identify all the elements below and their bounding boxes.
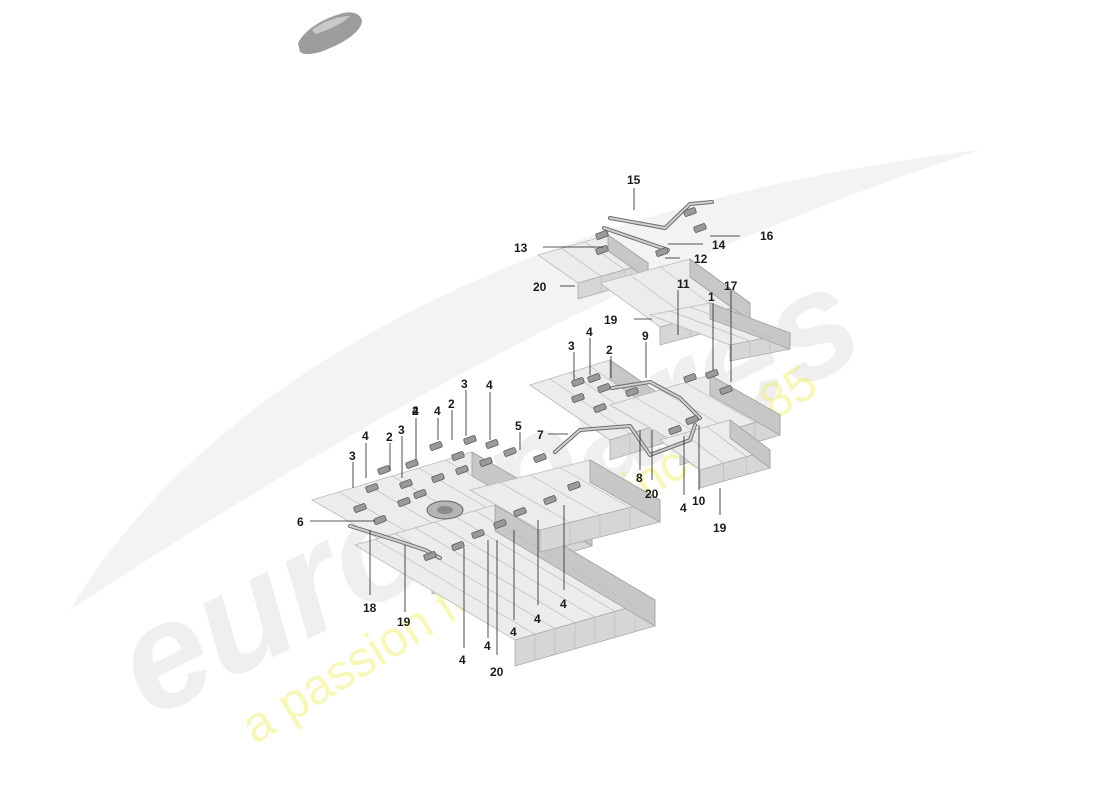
callout-label: 1 <box>708 290 715 304</box>
callout-label: 4 <box>560 597 567 611</box>
connectors <box>353 207 733 561</box>
connector-part <box>513 507 527 517</box>
callout-label: 2 <box>412 404 419 418</box>
callout-label: 3 <box>398 423 405 437</box>
callout-label: 4 <box>412 404 419 418</box>
callout-label: 17 <box>724 279 738 293</box>
leader-lines <box>310 188 740 655</box>
callout-label: 6 <box>297 515 304 529</box>
callout-label: 19 <box>713 521 727 535</box>
connector-part <box>397 497 411 507</box>
connector-part <box>503 447 517 457</box>
callout-label: 9 <box>642 329 649 343</box>
battery-module <box>353 504 657 667</box>
callout-label: 4 <box>434 404 441 418</box>
connector-part <box>593 403 607 413</box>
connector-part <box>485 439 499 449</box>
connector-part <box>587 373 601 383</box>
car-icon <box>298 12 362 55</box>
callout-label: 2 <box>386 430 393 444</box>
connector-part <box>413 489 427 499</box>
callout-labels: 15 16 13 14 12 20 11 19 1 17 3 4 2 9 3 4… <box>297 173 774 679</box>
callout-label: 14 <box>712 238 726 252</box>
connector-part <box>353 503 367 513</box>
connector-part <box>365 483 379 493</box>
connector-part <box>373 515 387 525</box>
connector-part <box>595 230 609 240</box>
callout-label: 12 <box>694 252 708 266</box>
connector-part <box>655 247 669 257</box>
callout-label: 3 <box>461 377 468 391</box>
callout-label: 19 <box>604 313 618 327</box>
connector-part <box>471 529 485 539</box>
callout-label: 2 <box>448 397 455 411</box>
connector-part <box>571 377 585 387</box>
battery-module <box>537 234 649 300</box>
connector-part <box>429 441 443 451</box>
callout-label: 4 <box>362 429 369 443</box>
connector-part <box>455 465 469 475</box>
connector-part <box>431 473 445 483</box>
connector-part <box>479 457 493 467</box>
callout-label: 10 <box>692 494 706 508</box>
callout-label: 4 <box>510 625 517 639</box>
callout-label: 4 <box>484 639 491 653</box>
connector-part <box>705 369 719 379</box>
callout-label: 8 <box>636 471 643 485</box>
battery-module <box>659 419 771 489</box>
callout-label: 20 <box>645 487 659 501</box>
callout-label: 13 <box>514 241 528 255</box>
callout-label: 15 <box>627 173 641 187</box>
connector-part <box>543 495 557 505</box>
callout-label: 16 <box>760 229 774 243</box>
connector-part <box>451 451 465 461</box>
connector-part <box>399 479 413 489</box>
connector-part <box>668 425 682 435</box>
callout-label: 5 <box>515 419 522 433</box>
callout-label: 7 <box>537 428 544 442</box>
callout-label: 2 <box>606 343 613 357</box>
callout-label: 4 <box>486 378 493 392</box>
connector-part <box>693 223 707 233</box>
connector-part <box>451 541 465 551</box>
connector-part <box>683 207 697 217</box>
callout-label: 11 <box>677 277 690 291</box>
connector-part <box>571 393 585 403</box>
callout-label: 3 <box>568 339 575 353</box>
callout-label: 20 <box>490 665 504 679</box>
connector-part <box>423 551 437 561</box>
callout-label: 4 <box>680 501 687 515</box>
connector-part <box>685 415 699 425</box>
connector-part <box>625 387 639 397</box>
callout-label: 4 <box>459 653 466 667</box>
connector-part <box>567 481 581 491</box>
connector-part <box>463 435 477 445</box>
connector-part <box>719 385 733 395</box>
callout-label: 19 <box>397 615 411 629</box>
callout-label: 20 <box>533 280 547 294</box>
connector-part <box>597 383 611 393</box>
cable-harnesses <box>348 200 714 560</box>
connector-part <box>683 373 697 383</box>
callout-label: 4 <box>534 612 541 626</box>
connector-part <box>493 519 507 529</box>
connector-part <box>405 459 419 469</box>
connector-part <box>533 453 547 463</box>
callout-label: 4 <box>586 325 593 339</box>
battery-module <box>648 302 792 362</box>
callout-label: 3 <box>349 449 356 463</box>
callout-label: 18 <box>363 601 377 615</box>
